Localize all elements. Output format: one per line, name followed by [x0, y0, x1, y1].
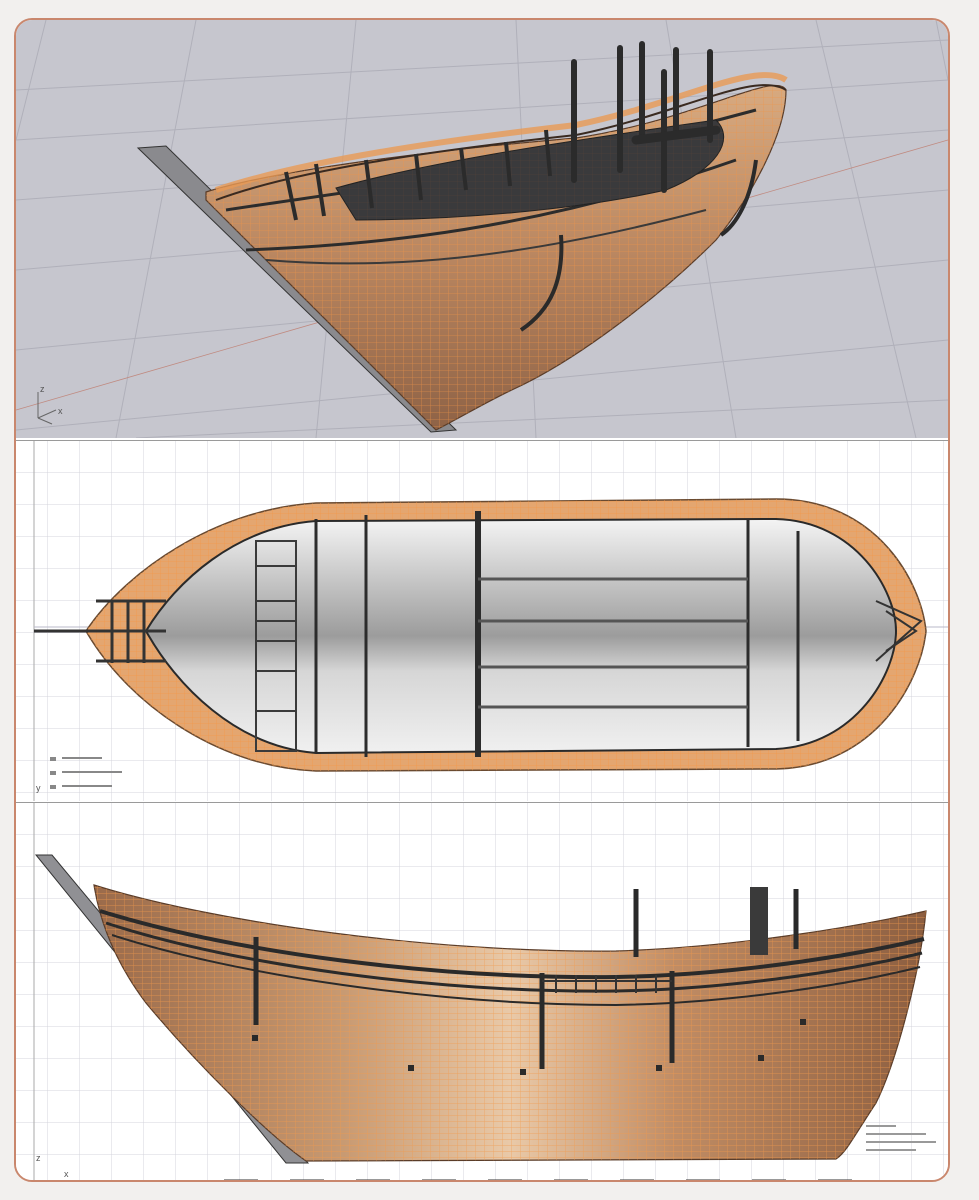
z-axis-label: z	[40, 384, 45, 394]
side-wales	[99, 909, 925, 1007]
top-beams	[314, 511, 800, 757]
side-scuppers	[252, 1019, 806, 1075]
side-canvas[interactable]: z x	[16, 803, 948, 1181]
x-axis-label: x	[58, 406, 63, 416]
axis-gizmo	[37, 392, 57, 425]
viewport-frame: z x	[14, 18, 950, 1182]
ship-deck-3d	[215, 72, 788, 221]
ship-hull-top[interactable]	[85, 498, 927, 772]
side-z-axis-label: z	[36, 1153, 41, 1163]
top-hatch	[255, 540, 297, 752]
side-x-axis-label: x	[64, 1169, 69, 1179]
top-legend	[50, 757, 122, 789]
ship-frames-3d	[284, 129, 552, 221]
side-posts	[253, 889, 799, 1069]
top-stern-grating	[34, 599, 166, 663]
top-longitudinals	[478, 577, 748, 709]
side-title-block	[866, 1125, 936, 1151]
perspective-viewport[interactable]: z x	[16, 20, 948, 438]
y-axis-label: y	[36, 783, 41, 793]
top-canvas[interactable]: y	[16, 441, 948, 801]
top-viewport[interactable]: y	[16, 440, 948, 801]
ship-posts-3d	[571, 41, 721, 193]
side-rail-grating	[542, 975, 672, 993]
side-capstan	[750, 887, 768, 955]
perspective-canvas[interactable]: z x	[16, 20, 948, 438]
side-viewport[interactable]: z x	[16, 802, 948, 1181]
top-bow-detail	[875, 600, 923, 662]
